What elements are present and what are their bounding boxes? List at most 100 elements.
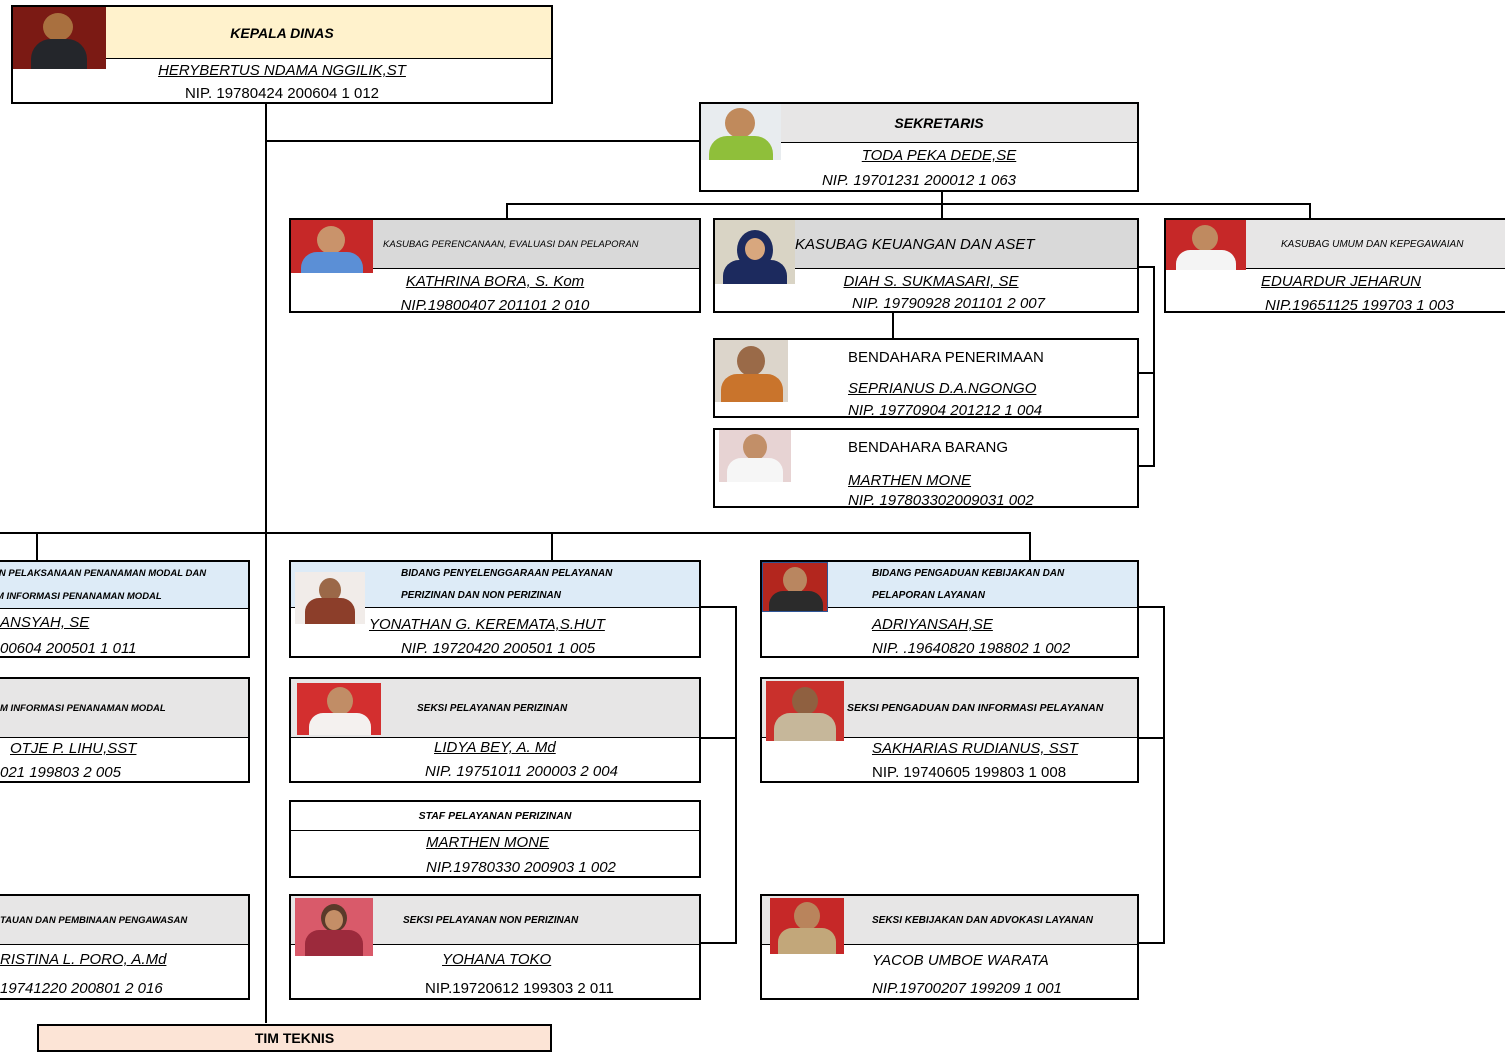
connector-line <box>506 203 508 219</box>
connector-line <box>551 532 553 561</box>
staf-perizinan-box: STAF PELAYANAN PERIZINAN MARTHEN MONE NI… <box>289 800 701 878</box>
seksi-kebijakan-box: SEKSI KEBIJAKAN DAN ADVOKASI LAYANAN YAC… <box>760 894 1139 1000</box>
seksi-sistem-informasi-nip: 021 199803 2 005 <box>0 764 121 781</box>
connector-line <box>700 942 737 944</box>
bidang-pengendalian-header: AN PELAKSANAAN PENANAMAN MODAL DAN M INF… <box>0 562 248 609</box>
seksi-perizinan-name: LIDYA BEY, A. Md <box>434 739 556 756</box>
connector-line <box>1138 606 1165 608</box>
bidang-pengaduan-nip: NIP. .19640820 198802 1 002 <box>872 640 1071 657</box>
kasubag-umum-name: EDUARDUR JEHARUN <box>1261 273 1422 290</box>
connector-line <box>1153 266 1155 467</box>
bidang-pengendalian-name: ANSYAH, SE <box>0 614 90 631</box>
bidang-pengendalian-title-1: AN PELAKSANAAN PENANAMAN MODAL DAN <box>0 568 207 579</box>
bendahara-penerimaan-box: BENDAHARA PENERIMAAN SEPRIANUS D.A.NGONG… <box>713 338 1139 419</box>
seksi-sistem-informasi-box: M INFORMASI PENANAMAN MODAL OTJE P. LIHU… <box>0 677 250 783</box>
connector-line <box>36 532 38 561</box>
bidang-penyelenggaraan-title-2: PERIZINAN DAN NON PERIZINAN <box>401 590 562 602</box>
seksi-pemantauan-box: TAUAN DAN PEMBINAAN PENGAWASAN RISTINA L… <box>0 894 250 1000</box>
kepala-dinas-name: HERYBERTUS NDAMA NGGILIK,ST <box>158 62 406 79</box>
seksi-perizinan-box: SEKSI PELAYANAN PERIZINAN LIDYA BEY, A. … <box>289 677 701 783</box>
bendahara-barang-nip: NIP. 197803302009031 002 <box>848 492 1034 509</box>
bidang-pengaduan-name: ADRIYANSAH,SE <box>872 616 993 633</box>
connector-line <box>506 203 1310 205</box>
bendahara-barang-photo <box>719 430 791 482</box>
kasubag-keuangan-photo <box>715 220 795 284</box>
tim-teknis-box: TIM TEKNIS <box>37 1024 552 1052</box>
bidang-pengendalian-box: AN PELAKSANAAN PENANAMAN MODAL DAN M INF… <box>0 560 250 658</box>
seksi-kebijakan-nip: NIP.19700207 199209 1 001 <box>872 980 1062 997</box>
bidang-pengaduan-title-1: BIDANG PENGADUAN KEBIJAKAN DAN <box>872 567 1065 579</box>
connector-line <box>892 312 894 339</box>
kasubag-keuangan-nip: NIP. 19790928 201101 2 007 <box>852 295 1045 312</box>
bidang-pengaduan-title-2: PELAPORAN LAYANAN <box>872 590 985 602</box>
seksi-perizinan-photo <box>297 683 381 735</box>
staf-perizinan-title: STAF PELAYANAN PERIZINAN <box>291 802 699 831</box>
seksi-pemantauan-name: RISTINA L. PORO, A.Md <box>0 951 167 968</box>
bendahara-penerimaan-nip: NIP. 19770904 201212 1 004 <box>848 402 1043 419</box>
sekretaris-box: SEKRETARIS TODA PEKA DEDE,SE NIP. 197012… <box>699 102 1139 192</box>
seksi-non-perizinan-name: YOHANA TOKO <box>442 951 552 968</box>
seksi-pengaduan-photo <box>766 681 844 741</box>
seksi-sistem-informasi-title: M INFORMASI PENANAMAN MODAL <box>0 679 248 738</box>
seksi-pengaduan-name: SAKHARIAS RUDIANUS, SST <box>872 740 1078 757</box>
kasubag-perencanaan-nip: NIP.19800407 201101 2 010 <box>400 297 590 314</box>
seksi-non-perizinan-photo <box>295 898 373 956</box>
staf-perizinan-name: MARTHEN MONE <box>426 834 550 851</box>
staf-perizinan-nip: NIP.19780330 200903 1 002 <box>426 859 616 876</box>
connector-line <box>1138 266 1155 268</box>
bidang-penyelenggaraan-name: YONATHAN G. KEREMATA,S.HUT <box>369 616 605 633</box>
connector-line <box>1029 532 1031 561</box>
kasubag-keuangan-box: KASUBAG KEUANGAN DAN ASET DIAH S. SUKMAS… <box>713 218 1139 313</box>
bendahara-penerimaan-photo <box>715 340 788 402</box>
bidang-pengendalian-title-2: M INFORMASI PENANAMAN MODAL <box>0 591 162 602</box>
kasubag-perencanaan-photo <box>291 220 373 273</box>
kasubag-umum-photo <box>1166 220 1246 270</box>
bidang-pengaduan-photo <box>762 562 828 612</box>
bendahara-barang-box: BENDAHARA BARANG MARTHEN MONE NIP. 19780… <box>713 428 1139 509</box>
connector-line <box>941 191 943 204</box>
connector-line <box>735 606 737 944</box>
kepala-dinas-box: KEPALA DINAS HERYBERTUS NDAMA NGGILIK,ST… <box>11 5 553 104</box>
connector-line <box>1138 737 1165 739</box>
bendahara-barang-name: MARTHEN MONE <box>848 472 972 489</box>
kepala-dinas-nip: NIP. 19780424 200604 1 012 <box>184 85 380 102</box>
seksi-kebijakan-photo <box>770 898 844 954</box>
seksi-pemantauan-title: TAUAN DAN PEMBINAAN PENGAWASAN <box>0 896 248 945</box>
sekretaris-name: TODA PEKA DEDE,SE <box>861 147 1017 164</box>
kepala-photo <box>13 7 106 69</box>
bidang-pengaduan-box: BIDANG PENGADUAN KEBIJAKAN DAN PELAPORAN… <box>760 560 1139 658</box>
bidang-penyelenggaraan-box: BIDANG PENYELENGGARAAN PELAYANAN PERIZIN… <box>289 560 701 658</box>
bidang-penyelenggaraan-title-1: BIDANG PENYELENGGARAAN PELAYANAN <box>401 567 613 579</box>
connector-line <box>266 140 700 142</box>
kasubag-perencanaan-name: KATHRINA BORA, S. Kom <box>405 273 585 290</box>
bendahara-penerimaan-name: SEPRIANUS D.A.NGONGO <box>848 380 1037 397</box>
kasubag-perencanaan-box: KASUBAG PERENCANAAN, EVALUASI DAN PELAPO… <box>289 218 701 314</box>
seksi-pengaduan-box: SEKSI PENGADUAN DAN INFORMASI PELAYANAN … <box>760 677 1139 783</box>
connector-line <box>0 532 1031 534</box>
seksi-pemantauan-nip: 19741220 200801 2 016 <box>0 980 163 997</box>
bidang-pengendalian-nip: 00604 200501 1 011 <box>0 640 137 657</box>
sekretaris-photo <box>701 104 781 160</box>
connector-line <box>700 606 737 608</box>
connector-line <box>941 203 943 219</box>
seksi-pengaduan-nip: NIP. 19740605 199803 1 008 <box>872 764 1067 781</box>
connector-line <box>700 737 737 739</box>
connector-line <box>1138 942 1165 944</box>
bidang-penyelenggaraan-nip: NIP. 19720420 200501 1 005 <box>401 640 596 657</box>
bidang-penyelenggaraan-photo <box>295 572 365 624</box>
kasubag-keuangan-name: DIAH S. SUKMASARI, SE <box>843 273 1019 290</box>
seksi-kebijakan-name: YACOB UMBOE WARATA <box>872 952 1049 969</box>
seksi-sistem-informasi-name: OTJE P. LIHU,SST <box>10 740 137 757</box>
connector-line <box>1163 606 1165 944</box>
kasubag-umum-box: KASUBAG UMUM DAN KEPEGAWAIAN EDUARDUR JE… <box>1164 218 1505 314</box>
connector-line <box>1309 203 1311 219</box>
seksi-non-perizinan-box: SEKSI PELAYANAN NON PERIZINAN YOHANA TOK… <box>289 894 701 1000</box>
seksi-non-perizinan-nip: NIP.19720612 199303 2 011 <box>425 980 614 997</box>
seksi-perizinan-nip: NIP. 19751011 200003 2 004 <box>425 763 618 780</box>
connector-line <box>265 103 267 1023</box>
bendahara-barang-title: BENDAHARA BARANG <box>848 439 1009 456</box>
sekretaris-nip: NIP. 19701231 200012 1 063 <box>821 172 1017 189</box>
kasubag-umum-nip: NIP.19651125 199703 1 003 <box>1265 297 1454 314</box>
bendahara-penerimaan-title: BENDAHARA PENERIMAAN <box>848 349 1044 366</box>
